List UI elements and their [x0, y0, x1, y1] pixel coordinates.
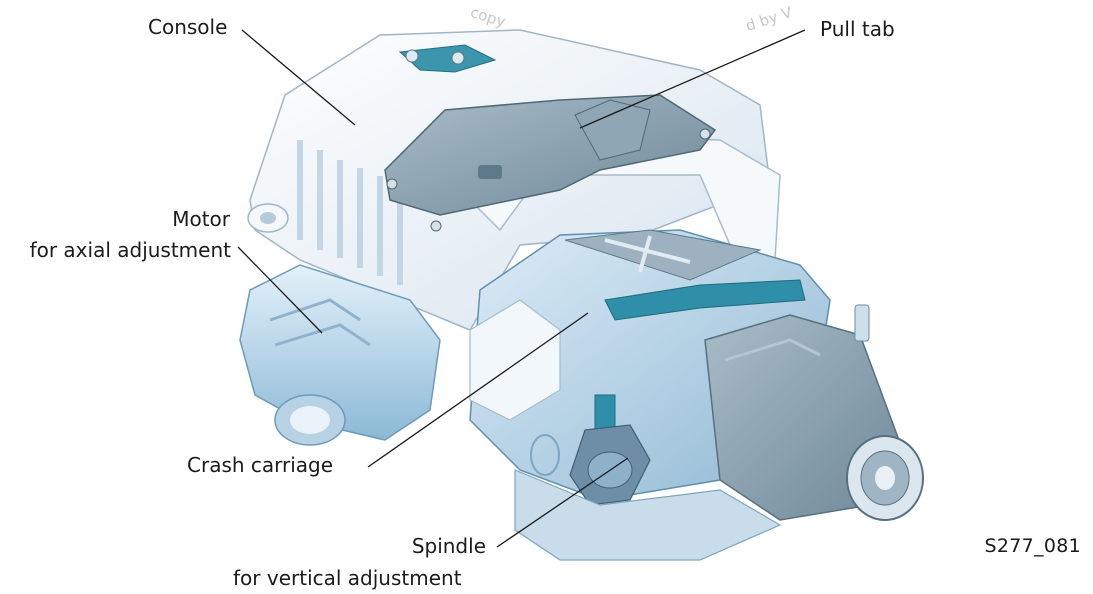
base-frame: [514, 434, 782, 561]
pull-tab-plate: [384, 94, 717, 232]
label-spindle-detail: for vertical adjustment: [233, 566, 462, 590]
leader-line-motor: [237, 246, 323, 334]
label-console: Console: [148, 15, 228, 39]
motor-assembly: [239, 264, 441, 446]
leader-line-crash-carriage: [367, 312, 589, 468]
leader-line-console: [241, 29, 356, 126]
label-pull-tab: Pull tab: [820, 17, 895, 41]
label-motor-detail: for axial adjustment: [29, 238, 231, 262]
label-crash-carriage: Crash carriage: [187, 453, 334, 477]
leader-lines: [237, 29, 806, 548]
label-motor: Motor: [172, 207, 230, 231]
figure-code: S277_081: [984, 535, 1081, 557]
leader-line-pull-tab: [579, 29, 806, 129]
leader-line-spindle: [496, 457, 629, 548]
label-spindle: Spindle: [411, 534, 486, 558]
steering-shaft-tube: [704, 304, 924, 521]
